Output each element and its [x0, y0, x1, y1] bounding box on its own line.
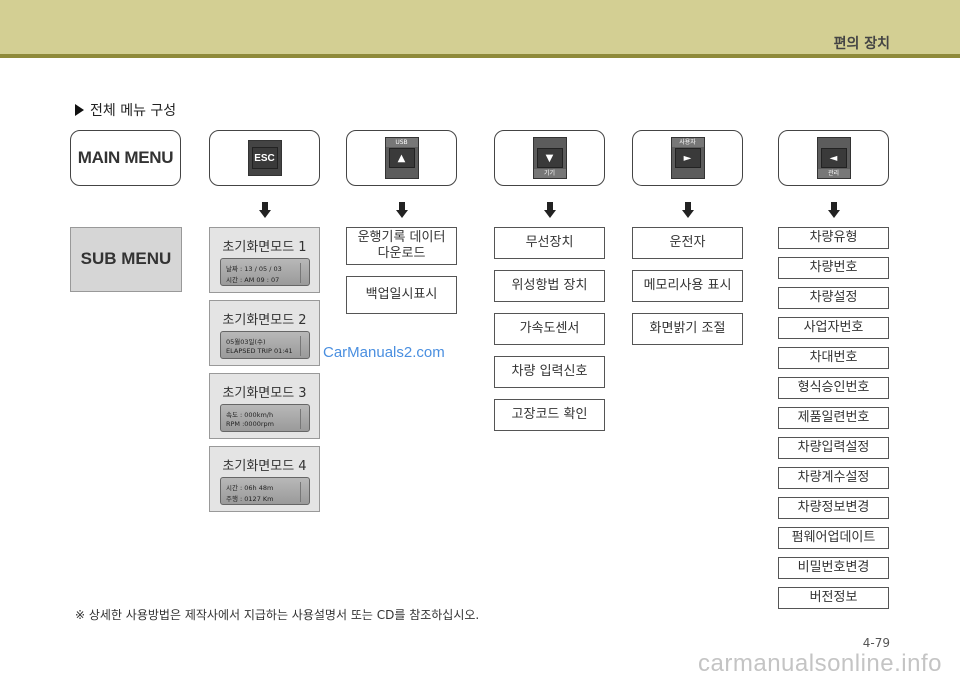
admin-item: 차량설정: [778, 287, 889, 309]
usb-up-key: USB ▲: [384, 137, 419, 179]
lcd-indicator: [300, 263, 306, 283]
admin-item: 차량번호: [778, 257, 889, 279]
footer-watermark: carmanualsonline.info: [698, 650, 942, 677]
user-item: 메모리사용 표시: [632, 270, 743, 302]
admin-key-box: ◄ 관리: [778, 130, 889, 186]
main-menu-label: MAIN MENU: [77, 148, 174, 167]
admin-item: 차량정보변경: [778, 497, 889, 519]
screen-mode-1: 초기화면모드 1 날짜 : 13 / 05 / 03 시간 : AM 09 : …: [209, 227, 320, 293]
usb-item-backup-time: 백업일시표시: [346, 276, 457, 314]
screen-mode-4: 초기화면모드 4 시간 : 06h 48m 주행 : 0127 Km: [209, 446, 320, 512]
esc-key: ESC: [247, 140, 282, 176]
lcd-line: 날짜 : 13 / 05 / 03: [226, 265, 282, 273]
admin-key-label: 관리: [817, 169, 850, 178]
section-title: 전체 메뉴 구성: [75, 100, 176, 120]
up-arrow-icon: ▲: [388, 148, 415, 168]
user-item: 화면밝기 조절: [632, 313, 743, 345]
esc-key-box: ESC: [209, 130, 320, 186]
page-number: 4-79: [862, 636, 890, 650]
right-arrow-icon: ►: [674, 148, 701, 168]
header-stripe: [0, 54, 960, 58]
gigi-down-key: ▼ 기기: [532, 137, 567, 179]
down-arrow-icon: [544, 202, 556, 218]
user-right-key: 사용자 ►: [670, 137, 705, 179]
lcd-line: 05월03일(수): [226, 338, 266, 346]
lcd-indicator: [300, 409, 306, 429]
lcd-display: 날짜 : 13 / 05 / 03 시간 : AM 09 : 07: [220, 258, 310, 286]
admin-left-key: ◄ 관리: [816, 137, 851, 179]
user-item: 운전자: [632, 227, 743, 259]
device-item: 고장코드 확인: [494, 399, 605, 431]
usb-key-box: USB ▲: [346, 130, 457, 186]
left-arrow-icon: ◄: [820, 148, 847, 168]
screen-mode-label: 초기화면모드 3: [222, 386, 307, 401]
admin-item: 사업자번호: [778, 317, 889, 339]
admin-item: 차량계수설정: [778, 467, 889, 489]
lcd-display: 05월03일(수) ELAPSED TRIP 01:41: [220, 331, 310, 359]
lcd-indicator: [300, 482, 306, 502]
gigi-key-box: ▼ 기기: [494, 130, 605, 186]
admin-item: 차량입력설정: [778, 437, 889, 459]
down-arrow-icon: ▼: [536, 148, 563, 168]
site-watermark: CarManuals2.com: [323, 344, 445, 361]
user-key-label: 사용자: [671, 138, 704, 147]
chapter-title: 편의 장치: [833, 36, 890, 52]
device-item: 가속도센서: [494, 313, 605, 345]
screen-mode-label: 초기화면모드 2: [222, 313, 307, 328]
screen-mode-2: 초기화면모드 2 05월03일(수) ELAPSED TRIP 01:41: [209, 300, 320, 366]
sub-menu-box: SUB MENU: [70, 227, 182, 292]
lcd-display: 시간 : 06h 48m 주행 : 0127 Km: [220, 477, 310, 505]
lcd-indicator: [300, 336, 306, 356]
screen-mode-label: 초기화면모드 4: [222, 459, 307, 474]
lcd-line: ELAPSED TRIP 01:41: [226, 347, 293, 355]
admin-item: 차량유형: [778, 227, 889, 249]
admin-item: 펌웨어업데이트: [778, 527, 889, 549]
gigi-key-label: 기기: [533, 169, 566, 178]
triangle-bullet-icon: [75, 104, 84, 116]
lcd-line: 속도 : 000km/h: [226, 411, 274, 419]
lcd-line: 시간 : AM 09 : 07: [226, 276, 280, 284]
down-arrow-icon: [396, 202, 408, 218]
down-arrow-icon: [828, 202, 840, 218]
main-menu-box: MAIN MENU: [70, 130, 181, 186]
lcd-line: 시간 : 06h 48m: [226, 484, 274, 492]
down-arrow-icon: [259, 202, 271, 218]
admin-item: 차대번호: [778, 347, 889, 369]
screen-mode-3: 초기화면모드 3 속도 : 000km/h RPM :0000rpm: [209, 373, 320, 439]
screen-mode-label: 초기화면모드 1: [222, 240, 307, 255]
lcd-line: 주행 : 0127 Km: [226, 495, 274, 503]
admin-item: 버전정보: [778, 587, 889, 609]
admin-item: 제품일련번호: [778, 407, 889, 429]
lcd-display: 속도 : 000km/h RPM :0000rpm: [220, 404, 310, 432]
usb-key-label: USB: [385, 138, 418, 147]
section-title-text: 전체 메뉴 구성: [90, 103, 177, 119]
page-header-band: 편의 장치: [0, 0, 960, 54]
esc-key-cap: ESC: [251, 147, 278, 169]
device-item: 무선장치: [494, 227, 605, 259]
lcd-line: RPM :0000rpm: [226, 420, 274, 428]
device-item: 차량 입력신호: [494, 356, 605, 388]
down-arrow-icon: [682, 202, 694, 218]
device-item: 위성항법 장치: [494, 270, 605, 302]
admin-item: 형식승인번호: [778, 377, 889, 399]
footnote: ※ 상세한 사용방법은 제작사에서 지급하는 사용설명서 또는 CD를 참조하십…: [75, 608, 480, 622]
sub-menu-label: SUB MENU: [80, 249, 172, 268]
usb-item-download: 운행기록 데이터 다운로드: [346, 227, 457, 265]
admin-item: 비밀번호변경: [778, 557, 889, 579]
user-key-box: 사용자 ►: [632, 130, 743, 186]
